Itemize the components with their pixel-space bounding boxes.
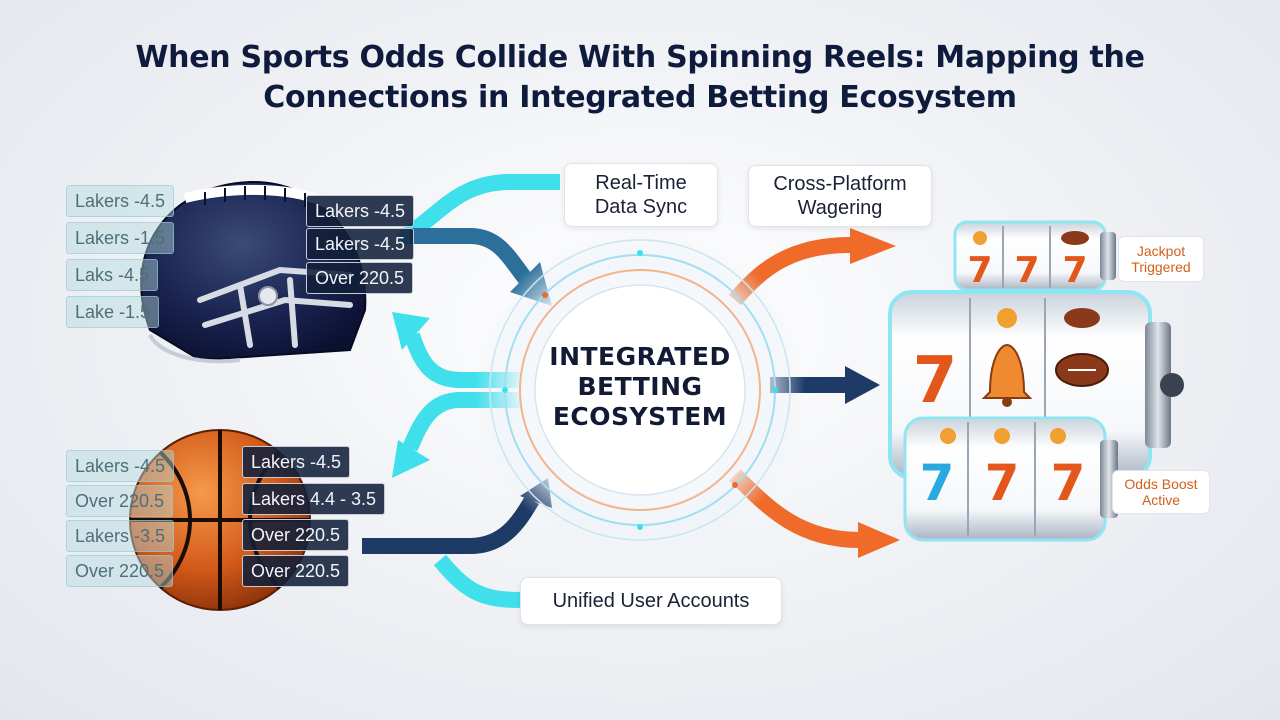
basketball-odds-chip: Lakers 4.4 - 3.5 <box>242 483 386 515</box>
jackpot-line-2: Triggered <box>1131 259 1191 275</box>
arrow-head <box>850 228 896 264</box>
jackpot-triggered-badge: Jackpot Triggered <box>1118 236 1204 282</box>
football-odds-chip: Lakers -4.5 <box>306 195 415 227</box>
jackpot-line-1: Jackpot <box>1136 243 1186 259</box>
arrow-basketball-to-hub <box>362 495 539 554</box>
svg-text:7: 7 <box>967 250 992 291</box>
title-line-2: Connections in Integrated Betting Ecosys… <box>263 80 1017 115</box>
realtime-line-2: Data Sync <box>594 196 688 218</box>
realtime-line-1: Real-Time <box>595 172 687 194</box>
basketball-odds-chip: Lakers -4.5 <box>242 446 351 478</box>
svg-text:7: 7 <box>920 454 955 512</box>
arrow-hub-to-football <box>404 332 520 388</box>
hub-circle <box>475 225 805 555</box>
svg-text:7: 7 <box>985 454 1020 512</box>
arrow-hub-to-basketball <box>402 392 520 452</box>
hub-line-3: ECOSYSTEM <box>552 402 728 431</box>
football-odds-chip: Lakers -4.5 <box>306 228 415 260</box>
crossplatform-line-1: Cross-Platform <box>773 173 907 195</box>
title-line-1: When Sports Odds Collide With Spinning R… <box>135 40 1145 75</box>
football-ghost-odds-chip: Laks -4.5 <box>66 259 159 291</box>
svg-text:7: 7 <box>913 344 958 418</box>
basketball-ghost-odds-chip: Over 220.5 <box>66 485 174 517</box>
football-ghost-odds-chip: Lakers -1.5 <box>66 222 175 254</box>
unified-user-accounts-label: Unified User Accounts <box>520 577 782 625</box>
arrow-football-to-hub <box>410 228 535 288</box>
svg-text:7: 7 <box>1062 250 1087 291</box>
oddsboost-line-1: Odds Boost <box>1124 476 1198 492</box>
basketball-ghost-odds-chip: Over 220.5 <box>66 555 174 587</box>
football-ghost-odds-chip: Lake -1.5 <box>66 296 160 328</box>
basketball-ghost-odds-chip: Lakers -3.5 <box>66 520 175 552</box>
hub-line-1: INTEGRATED <box>549 342 731 371</box>
arrow-unified <box>433 554 521 608</box>
crossplatform-line-2: Wagering <box>797 197 883 219</box>
hub-line-2: BETTING <box>577 372 703 401</box>
odds-boost-active-badge: Odds Boost Active <box>1112 470 1210 514</box>
arrow-head <box>858 522 900 558</box>
page-title: When Sports Odds Collide With Spinning R… <box>0 38 1280 118</box>
football-odds-chip: Over 220.5 <box>306 262 414 294</box>
svg-text:7: 7 <box>1014 250 1039 291</box>
oddsboost-line-2: Active <box>1141 492 1181 508</box>
svg-text:7: 7 <box>1051 454 1086 512</box>
basketball-odds-chip: Over 220.5 <box>242 555 350 587</box>
realtime-data-sync-label: Real-Time Data Sync <box>564 163 718 227</box>
hub-label: INTEGRATED BETTING ECOSYSTEM <box>520 342 760 432</box>
arrow-head <box>845 366 880 404</box>
basketball-ghost-odds-chip: Lakers -4.5 <box>66 450 175 482</box>
football-ghost-odds-chip: Lakers -4.5 <box>66 185 175 217</box>
arrow-head <box>392 312 430 350</box>
cross-platform-wagering-label: Cross-Platform Wagering <box>748 165 932 227</box>
unified-text: Unified User Accounts <box>552 590 750 612</box>
slot-machine-reels-icon: 7 7 7 7 7 7 7 <box>888 220 1184 542</box>
arrow-head <box>392 440 430 478</box>
basketball-odds-chip: Over 220.5 <box>242 519 350 551</box>
